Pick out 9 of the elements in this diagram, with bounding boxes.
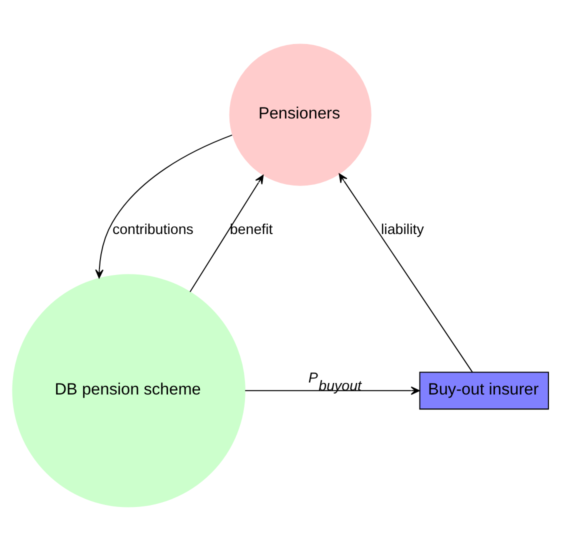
edge-label: contributions: [112, 221, 194, 238]
arrow: [245, 386, 420, 394]
node-box: Buy-out insurer: [419, 371, 549, 410]
arrow: [338, 172, 473, 372]
arrow: [95, 134, 232, 278]
node-circle: DB pension scheme: [12, 274, 246, 507]
edge-label: liability: [380, 221, 424, 238]
edge-label: benefit: [230, 221, 273, 238]
arrow: [190, 174, 264, 292]
